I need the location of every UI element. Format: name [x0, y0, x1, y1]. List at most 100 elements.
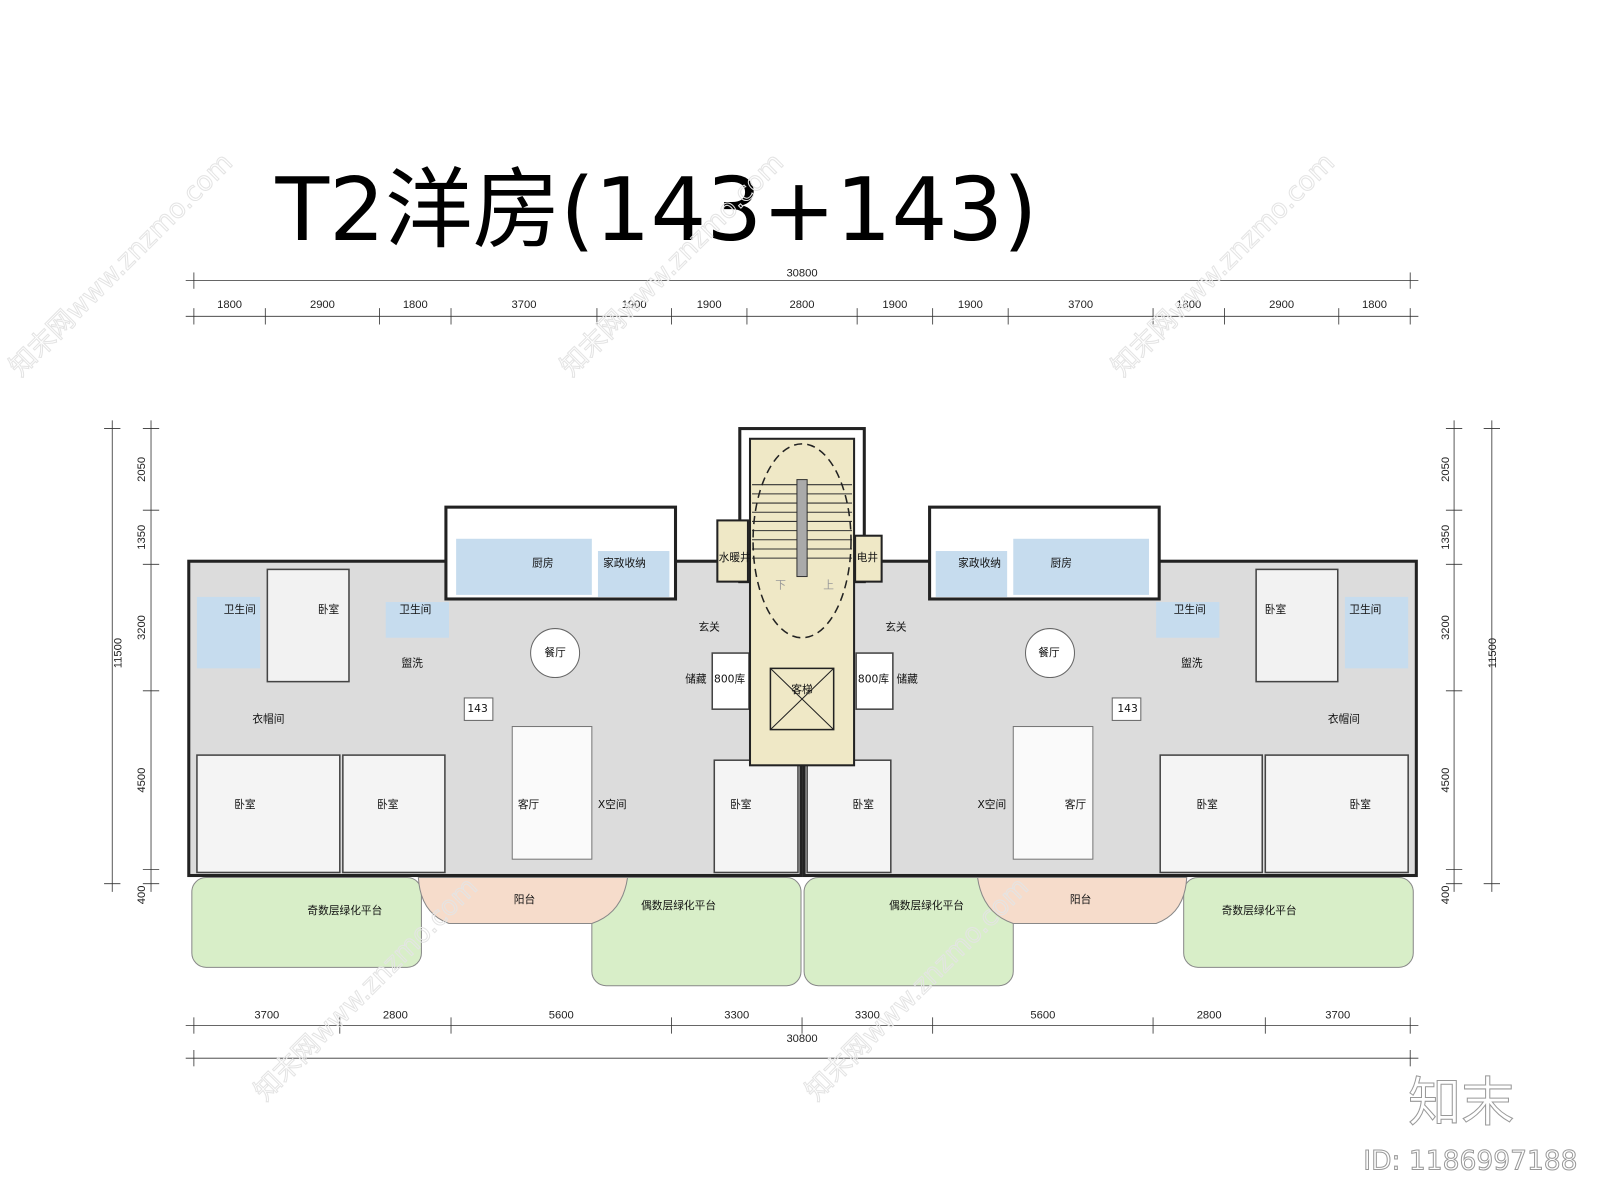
room-label: 卫生间 [224, 603, 256, 616]
dimension-label: 1350 [1440, 525, 1452, 550]
room-label: 卫生间 [1174, 603, 1206, 616]
room-label: 卫生间 [1349, 603, 1381, 616]
room-label: 盥洗 [402, 656, 424, 669]
plan-shapes [187, 427, 1418, 987]
storage-room [935, 551, 1008, 597]
watermark-logo: 知末 [1408, 1071, 1514, 1133]
room-label: 衣帽间 [252, 712, 284, 725]
room-label: 阳台 [514, 893, 535, 906]
dimension-label: 3700 [1325, 1009, 1350, 1021]
room-label: 偶数层绿化平台 [641, 899, 716, 912]
room-label: 卧室 [1265, 603, 1287, 616]
dimension-label: 1800 [217, 299, 242, 311]
room-label: 卧室 [730, 798, 752, 811]
room-label: 玄关 [698, 621, 720, 634]
dimension-label: 400 [1440, 886, 1452, 905]
watermark-id: ID: 1186997188 [1363, 1145, 1577, 1176]
dining-table [1025, 628, 1075, 679]
area-tag [463, 697, 494, 721]
dimension-label: 3700 [511, 299, 536, 311]
dimension-label: 1800 [1362, 299, 1387, 311]
bedroom [713, 759, 799, 874]
bedroom [1255, 568, 1339, 683]
room-label: 卧室 [234, 798, 256, 811]
dimension-label: 2800 [1197, 1009, 1222, 1021]
room-label: X空间 [598, 798, 627, 811]
unit-area-label: 143 [1117, 702, 1137, 715]
garage-storage [855, 652, 894, 710]
room-label: 电井 [857, 551, 879, 564]
dimension-label: 4500 [1440, 768, 1452, 793]
right-total-dimension: 11500 [1487, 638, 1499, 668]
dimension-label: 2900 [1269, 299, 1294, 311]
room-label: 储藏 [685, 673, 707, 686]
sofa-set [1012, 726, 1094, 860]
stair-handrail [796, 479, 808, 578]
room-label: 客厅 [1065, 798, 1087, 811]
room-label: 卧室 [377, 798, 399, 811]
room-label: 800库 [858, 673, 889, 686]
storage-room [597, 551, 670, 597]
room-label: 阳台 [1070, 893, 1091, 906]
dimension-label: 400 [136, 886, 148, 905]
left-unit-labels: 卫生间 卧室 卫生间 厨房 家政收纳 盥洗 餐厅 玄关 储藏 800库 143 … [224, 556, 752, 917]
bathroom [385, 602, 449, 638]
room-label: 家政收纳 [603, 556, 646, 569]
bathroom [1156, 602, 1220, 638]
dimension-label: 1350 [136, 525, 148, 550]
dimension-label: 2800 [383, 1009, 408, 1021]
unit-area-label: 143 [467, 702, 487, 715]
dimension-label: 3300 [724, 1009, 749, 1021]
dimension-label: 1800 [1176, 299, 1201, 311]
stair-swing-outline [752, 443, 852, 639]
room-label: 厨房 [1051, 556, 1072, 569]
top-total-dimension: 30800 [786, 268, 817, 280]
room-label: 家政收纳 [958, 556, 1001, 569]
room-label: 餐厅 [544, 646, 566, 659]
green-terrace [1183, 877, 1414, 968]
stair-up-label: 上 [823, 579, 834, 592]
bedroom-master [196, 754, 341, 874]
dimension-label: 3700 [1068, 299, 1093, 311]
room-label: 卫生间 [399, 603, 431, 616]
dimension-label: 1900 [882, 299, 907, 311]
dimension-label: 2900 [310, 299, 335, 311]
dimension-label: 1800 [403, 299, 428, 311]
room-label: 盥洗 [1181, 656, 1203, 669]
dimension-label: 3200 [136, 615, 148, 640]
dimension-label: 3700 [254, 1009, 279, 1021]
room-label: 卧室 [318, 603, 340, 616]
dimension-label: 1900 [958, 299, 983, 311]
elevator-shaft [769, 667, 835, 731]
room-label: X空间 [977, 798, 1006, 811]
dimension-label: 1900 [697, 299, 722, 311]
bedroom [1159, 754, 1264, 874]
dimension-label: 2800 [790, 299, 815, 311]
dimension-label: 2050 [1440, 457, 1452, 482]
dining-table [530, 628, 581, 679]
elevator-cross [770, 668, 835, 730]
green-terrace [803, 877, 1014, 987]
balcony [976, 877, 1188, 924]
kitchen [456, 538, 592, 595]
bedroom-master [1264, 754, 1409, 874]
page-title: T2洋房(143+143) [275, 159, 1038, 261]
room-label: 卧室 [1350, 798, 1372, 811]
room-label: 偶数层绿化平台 [889, 899, 964, 912]
area-tag [1111, 697, 1142, 721]
room-label: 水暖井 [719, 551, 751, 564]
core-labels: 水暖井 电井 下 上 客梯 [719, 551, 879, 696]
stair-down-label: 下 [775, 579, 786, 592]
watermark-text: 知末网www.znzmo.com [1105, 147, 1340, 382]
room-label: 奇数层绿化平台 [1222, 904, 1297, 917]
garage-storage [711, 652, 750, 710]
room-label: 客厅 [518, 798, 540, 811]
balcony [417, 877, 629, 924]
kitchen [1013, 538, 1149, 595]
bedroom [806, 759, 892, 874]
room-label: 800库 [714, 673, 745, 686]
green-terrace [591, 877, 802, 987]
room-label: 储藏 [896, 673, 918, 686]
